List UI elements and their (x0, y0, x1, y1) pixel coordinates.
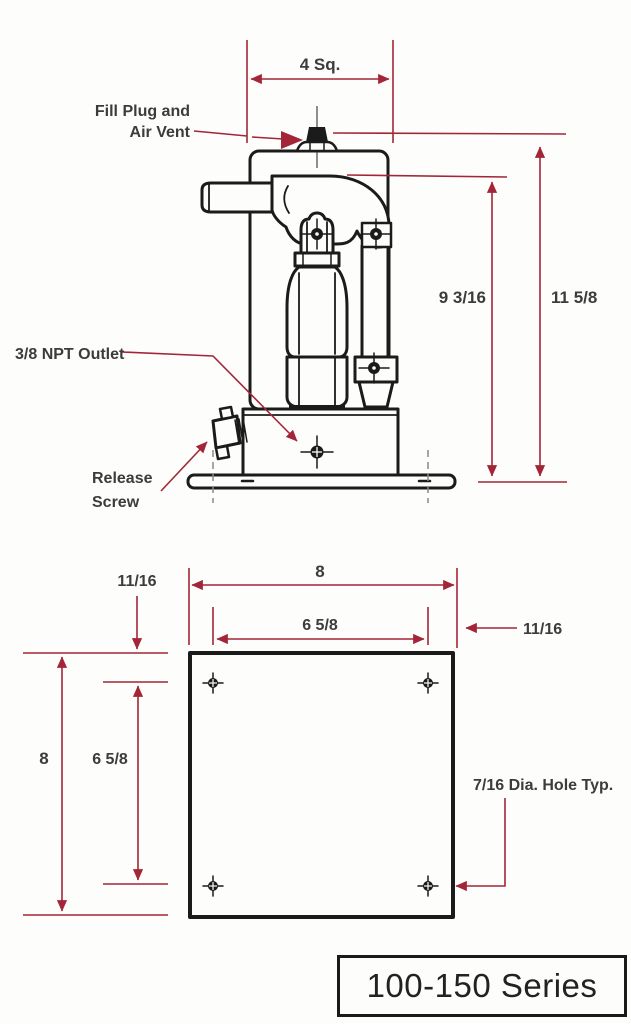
leader-release-screw (160, 441, 208, 492)
pump-front-view (186, 106, 457, 503)
dim-width-8-label: 8 (315, 562, 324, 581)
dim-spacing-v-label: 6 5/8 (92, 751, 128, 768)
fill-plug-label-line1: Fill Plug and (95, 103, 190, 120)
ext-line-overall-top (332, 132, 567, 135)
dim-height-8-label: 8 (39, 749, 48, 768)
fill-plug (295, 106, 339, 168)
outlet-label: 3/8 NPT Outlet (15, 346, 125, 363)
release-label-line1: Release (92, 470, 153, 487)
ext-line-handle-top (346, 174, 508, 178)
release-label-line2: Screw (92, 494, 140, 511)
bottom-view-dimensions (23, 568, 517, 916)
dim-9-3-16-label: 9 3/16 (439, 288, 486, 307)
base-plate (186, 473, 457, 490)
series-title: 100-150 Series (366, 967, 598, 1004)
title-box: 100-150 Series (337, 955, 627, 1017)
arm-detail-arc (283, 185, 290, 214)
hole-note-label: 7/16 Dia. Hole Typ. (473, 777, 613, 794)
ram-cylinder (285, 265, 349, 411)
pump-base (241, 407, 400, 479)
link-lower-clevis (357, 380, 395, 409)
annotation-text: 4 Sq. Fill Plug and Air Vent 9 3/16 11 5… (15, 55, 613, 794)
mounting-plate-bottom-view (188, 651, 455, 919)
arrow-fill-plug (281, 131, 303, 149)
leader-outlet (121, 351, 298, 442)
release-screw (211, 405, 248, 461)
front-view-dimensions (121, 40, 567, 492)
link-bar (353, 218, 399, 409)
dim-spacing-h-label: 6 5/8 (302, 617, 338, 634)
dim-offset-left-label: 11/16 (117, 573, 156, 590)
pivot-assembly (293, 211, 341, 268)
leader-hole-note (455, 798, 506, 892)
mounting-plate (188, 651, 455, 919)
dim-11-5-8-label: 11 5/8 (551, 288, 597, 307)
dim-4sq-label: 4 Sq. (300, 55, 341, 74)
fill-plug-label-line2: Air Vent (130, 124, 191, 141)
dim-offset-right-label: 11/16 (523, 621, 562, 638)
leader-fill-plug (193, 130, 248, 137)
handle-socket (200, 181, 274, 214)
